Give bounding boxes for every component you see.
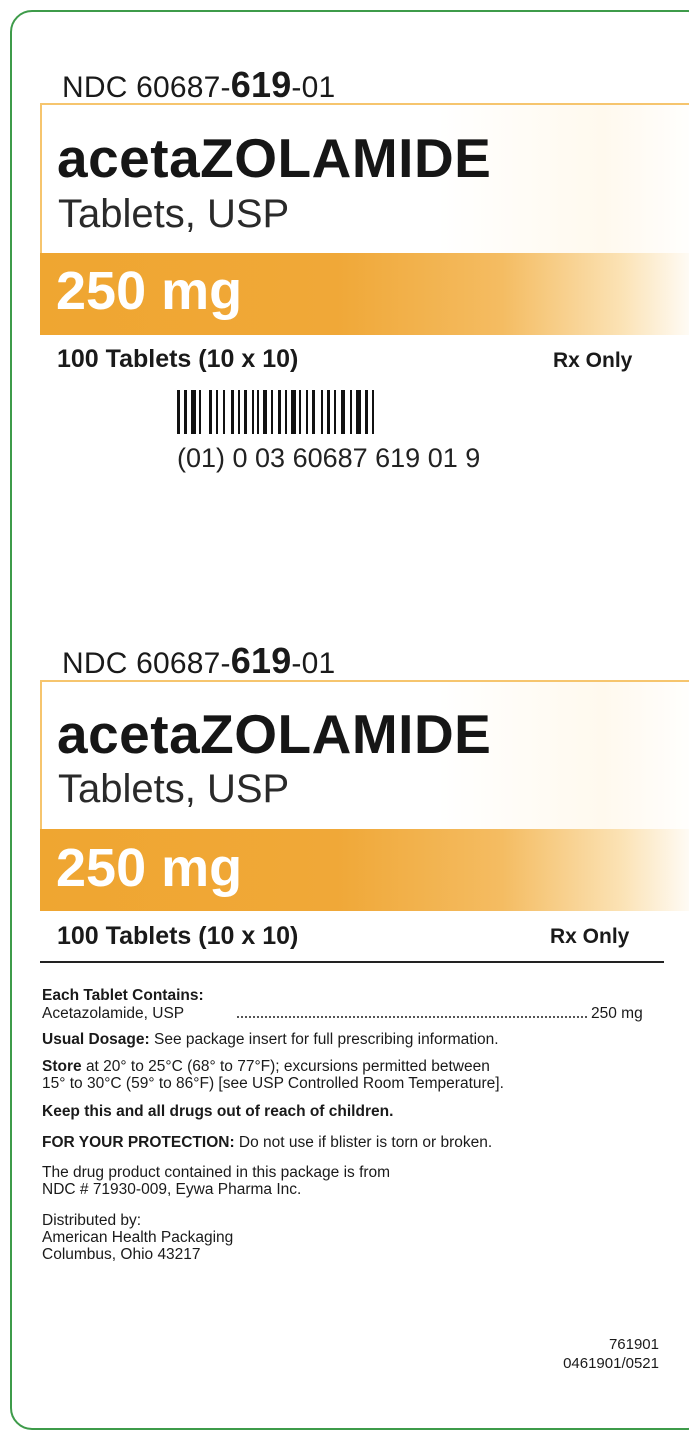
strength-band-bottom (40, 829, 689, 911)
drug-form-bottom: Tablets, USP (58, 767, 290, 811)
drug-name-box-bottom (40, 680, 689, 832)
source-line-1: The drug product contained in this packa… (42, 1164, 391, 1181)
usual-dosage: Usual Dosage: See package insert for ful… (42, 1031, 499, 1048)
distributed-by-label: Distributed by: (42, 1212, 142, 1229)
ndc-suffix: -01 (291, 71, 336, 104)
tablet-count-top: 100 Tablets (10 x 10) (57, 345, 299, 373)
drug-name-box-top (40, 103, 689, 255)
divider-rule (40, 961, 664, 963)
label-codes: 761901 0461901/0521 (563, 1335, 659, 1373)
source-line-2: NDC # 71930-009, Eywa Pharma Inc. (42, 1181, 302, 1198)
protection-warning: FOR YOUR PROTECTION: Do not use if blist… (42, 1134, 493, 1151)
drug-name-top: acetaZOLAMIDE (57, 127, 492, 189)
code-1: 761901 (608, 1336, 659, 1353)
strength-bottom: 250 mg (56, 838, 243, 898)
distributor-city: Columbus, Ohio 43217 (42, 1246, 201, 1263)
rx-only-bottom: Rx Only (550, 925, 630, 948)
ndc-code-top: NDC 60687-619-01 (62, 64, 335, 106)
storage-line-1: Store at 20° to 25°C (68° to 77°F); excu… (42, 1058, 490, 1075)
storage-line-2: 15° to 30°C (59° to 86°F) [see USP Contr… (42, 1075, 504, 1092)
code-2: 0461901/0521 (563, 1355, 659, 1372)
contains-heading: Each Tablet Contains: (42, 987, 204, 1004)
ndc-product: 619 (230, 64, 292, 105)
ndc-code-bottom: NDC 60687-619-01 (62, 640, 335, 682)
strength-top: 250 mg (56, 261, 243, 321)
ndc-prefix: NDC 60687- (62, 647, 231, 680)
tablet-count-bottom: 100 Tablets (10 x 10) (57, 922, 299, 950)
rx-only-top: Rx Only (553, 349, 633, 372)
keep-away-warning: Keep this and all drugs out of reach of … (42, 1103, 394, 1120)
drug-name-bottom: acetaZOLAMIDE (57, 703, 492, 765)
distributor-name: American Health Packaging (42, 1229, 234, 1246)
ingredient-amount: 250 mg (591, 1005, 643, 1022)
ndc-product: 619 (230, 640, 292, 681)
ndc-prefix: NDC 60687- (62, 71, 231, 104)
leader-dots (237, 1014, 587, 1018)
ndc-suffix: -01 (291, 647, 336, 680)
ingredient-name: Acetazolamide, USP (42, 1005, 185, 1022)
barcode (177, 390, 374, 434)
strength-band-top (40, 253, 689, 335)
drug-form-top: Tablets, USP (58, 192, 290, 236)
barcode-number: (01) 0 03 60687 619 01 9 (177, 443, 481, 473)
